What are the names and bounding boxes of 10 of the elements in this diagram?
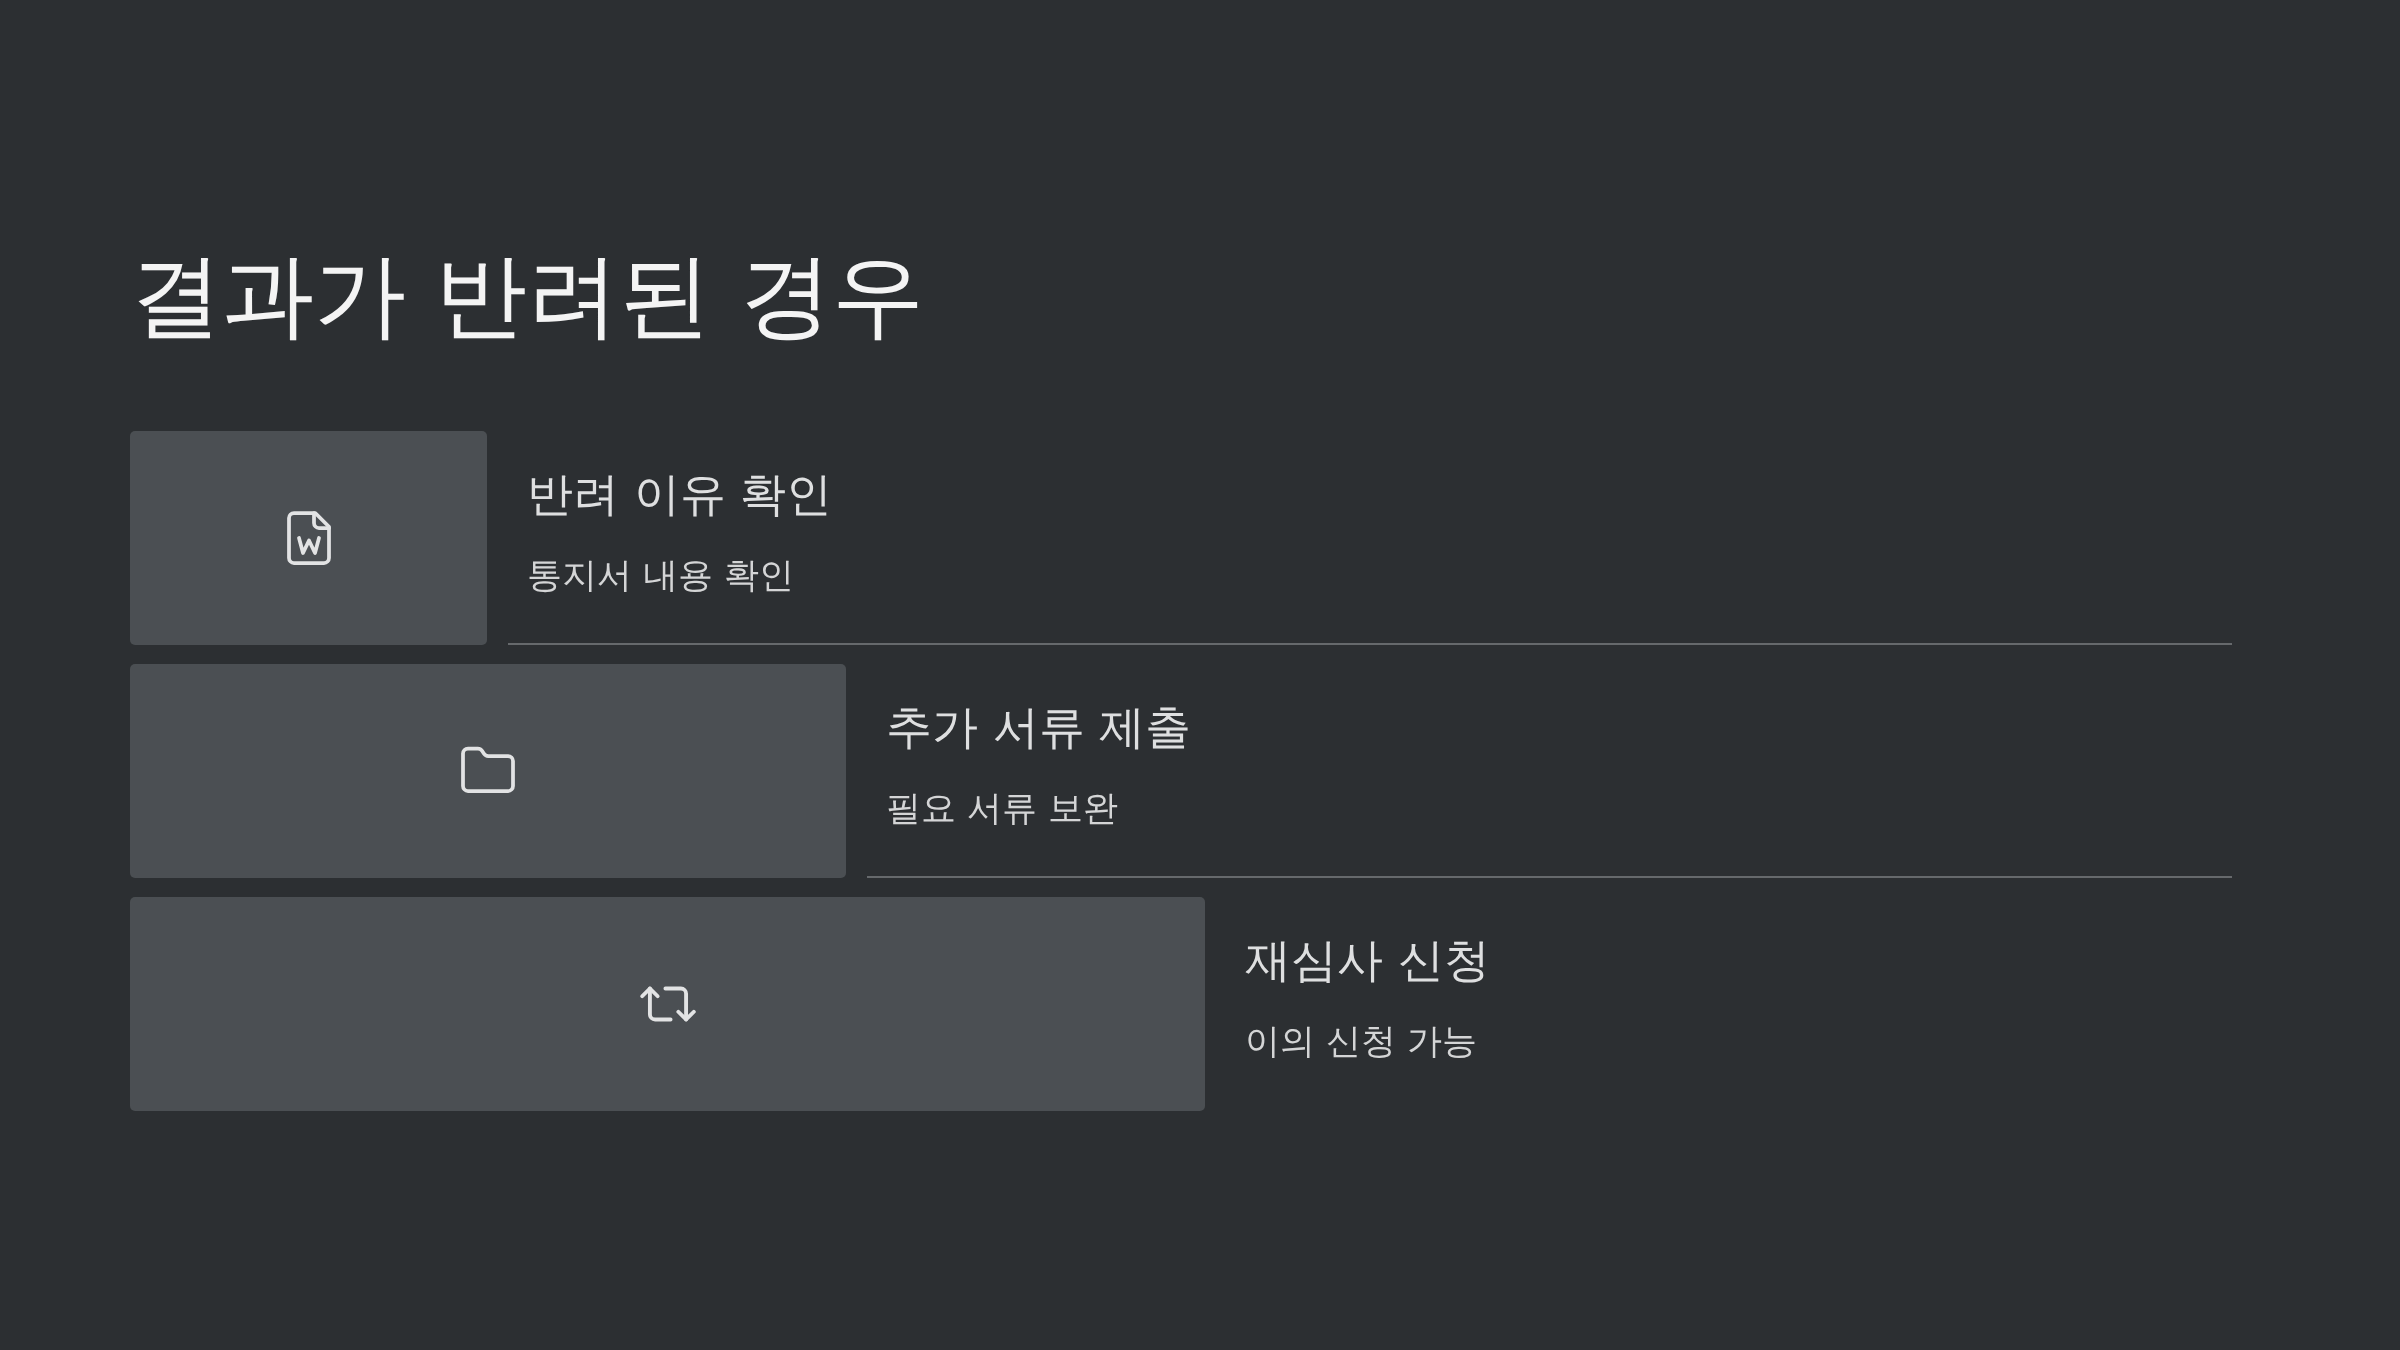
step-bar	[130, 431, 487, 645]
step-bar	[130, 664, 846, 878]
step-bar	[130, 897, 1205, 1111]
step-heading: 추가 서류 제출	[886, 699, 1192, 756]
slide-title: 결과가 반려된 경우	[130, 241, 925, 351]
step-heading: 반려 이유 확인	[527, 466, 833, 523]
step-description: 이의 신청 가능	[1245, 1020, 1479, 1063]
step-description: 필요 서류 보완	[886, 787, 1120, 830]
step-description: 통지서 내용 확인	[527, 554, 796, 597]
step-heading: 재심사 신청	[1245, 932, 1490, 989]
